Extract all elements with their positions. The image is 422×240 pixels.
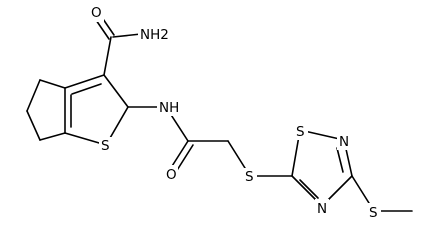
bond-c-o-double-2: [95, 19, 110, 40]
amide-nh2-label: NH2: [140, 27, 169, 43]
thiadiazole-sulfur-atom: S: [294, 122, 308, 140]
bond-c-nh2: [112, 33, 142, 38]
amide-nh2-atom: NH2: [138, 25, 170, 43]
carbonyl-oxygen-label: O: [166, 167, 177, 183]
bond-c3a-c3-inner: [71, 83, 102, 95]
thiophene-sulfur-atom: S: [99, 137, 113, 155]
thiadiazole-n4-atom: N: [315, 199, 329, 217]
thioether-sulfur-atom: S: [243, 168, 257, 186]
bond-c4-c5: [26, 79, 41, 112]
bond-c3-c2: [103, 74, 129, 108]
amide-oxygen-atom: O: [90, 4, 104, 22]
bond-c3a-c4: [39, 79, 66, 89]
bond-c5-c6: [26, 110, 41, 141]
methylthio-sulfur-atom: S: [367, 203, 381, 221]
thiophene-sulfur-label: S: [101, 138, 110, 154]
bond-layer: [26, 15, 413, 212]
bond-c6-c6a: [39, 132, 66, 141]
bond-amide-c3: [103, 36, 112, 76]
linker-nh-label: NH: [159, 100, 179, 116]
bond-c3a-c3: [64, 74, 105, 89]
thioether-sulfur-label: S: [245, 169, 254, 185]
bond-n4-c5-inner: [299, 179, 319, 199]
molecule-structure: NH2 O S NH O S S N: [26, 4, 413, 221]
methylthio-sulfur-label: S: [369, 205, 378, 221]
thiadiazole-sulfur-label: S: [296, 124, 305, 140]
thiadiazole-n2-atom: N: [337, 132, 351, 150]
linker-nh-atom: NH: [157, 98, 181, 116]
bond-n2-c3-inner: [336, 147, 344, 173]
carbonyl-oxygen-atom: O: [164, 165, 178, 183]
thiadiazole-n4-label: N: [317, 201, 327, 217]
amide-oxygen-label: O: [91, 5, 102, 21]
thiadiazole-n2-label: N: [339, 134, 349, 150]
atom-layer: NH2 O S NH O S S N: [90, 4, 381, 221]
